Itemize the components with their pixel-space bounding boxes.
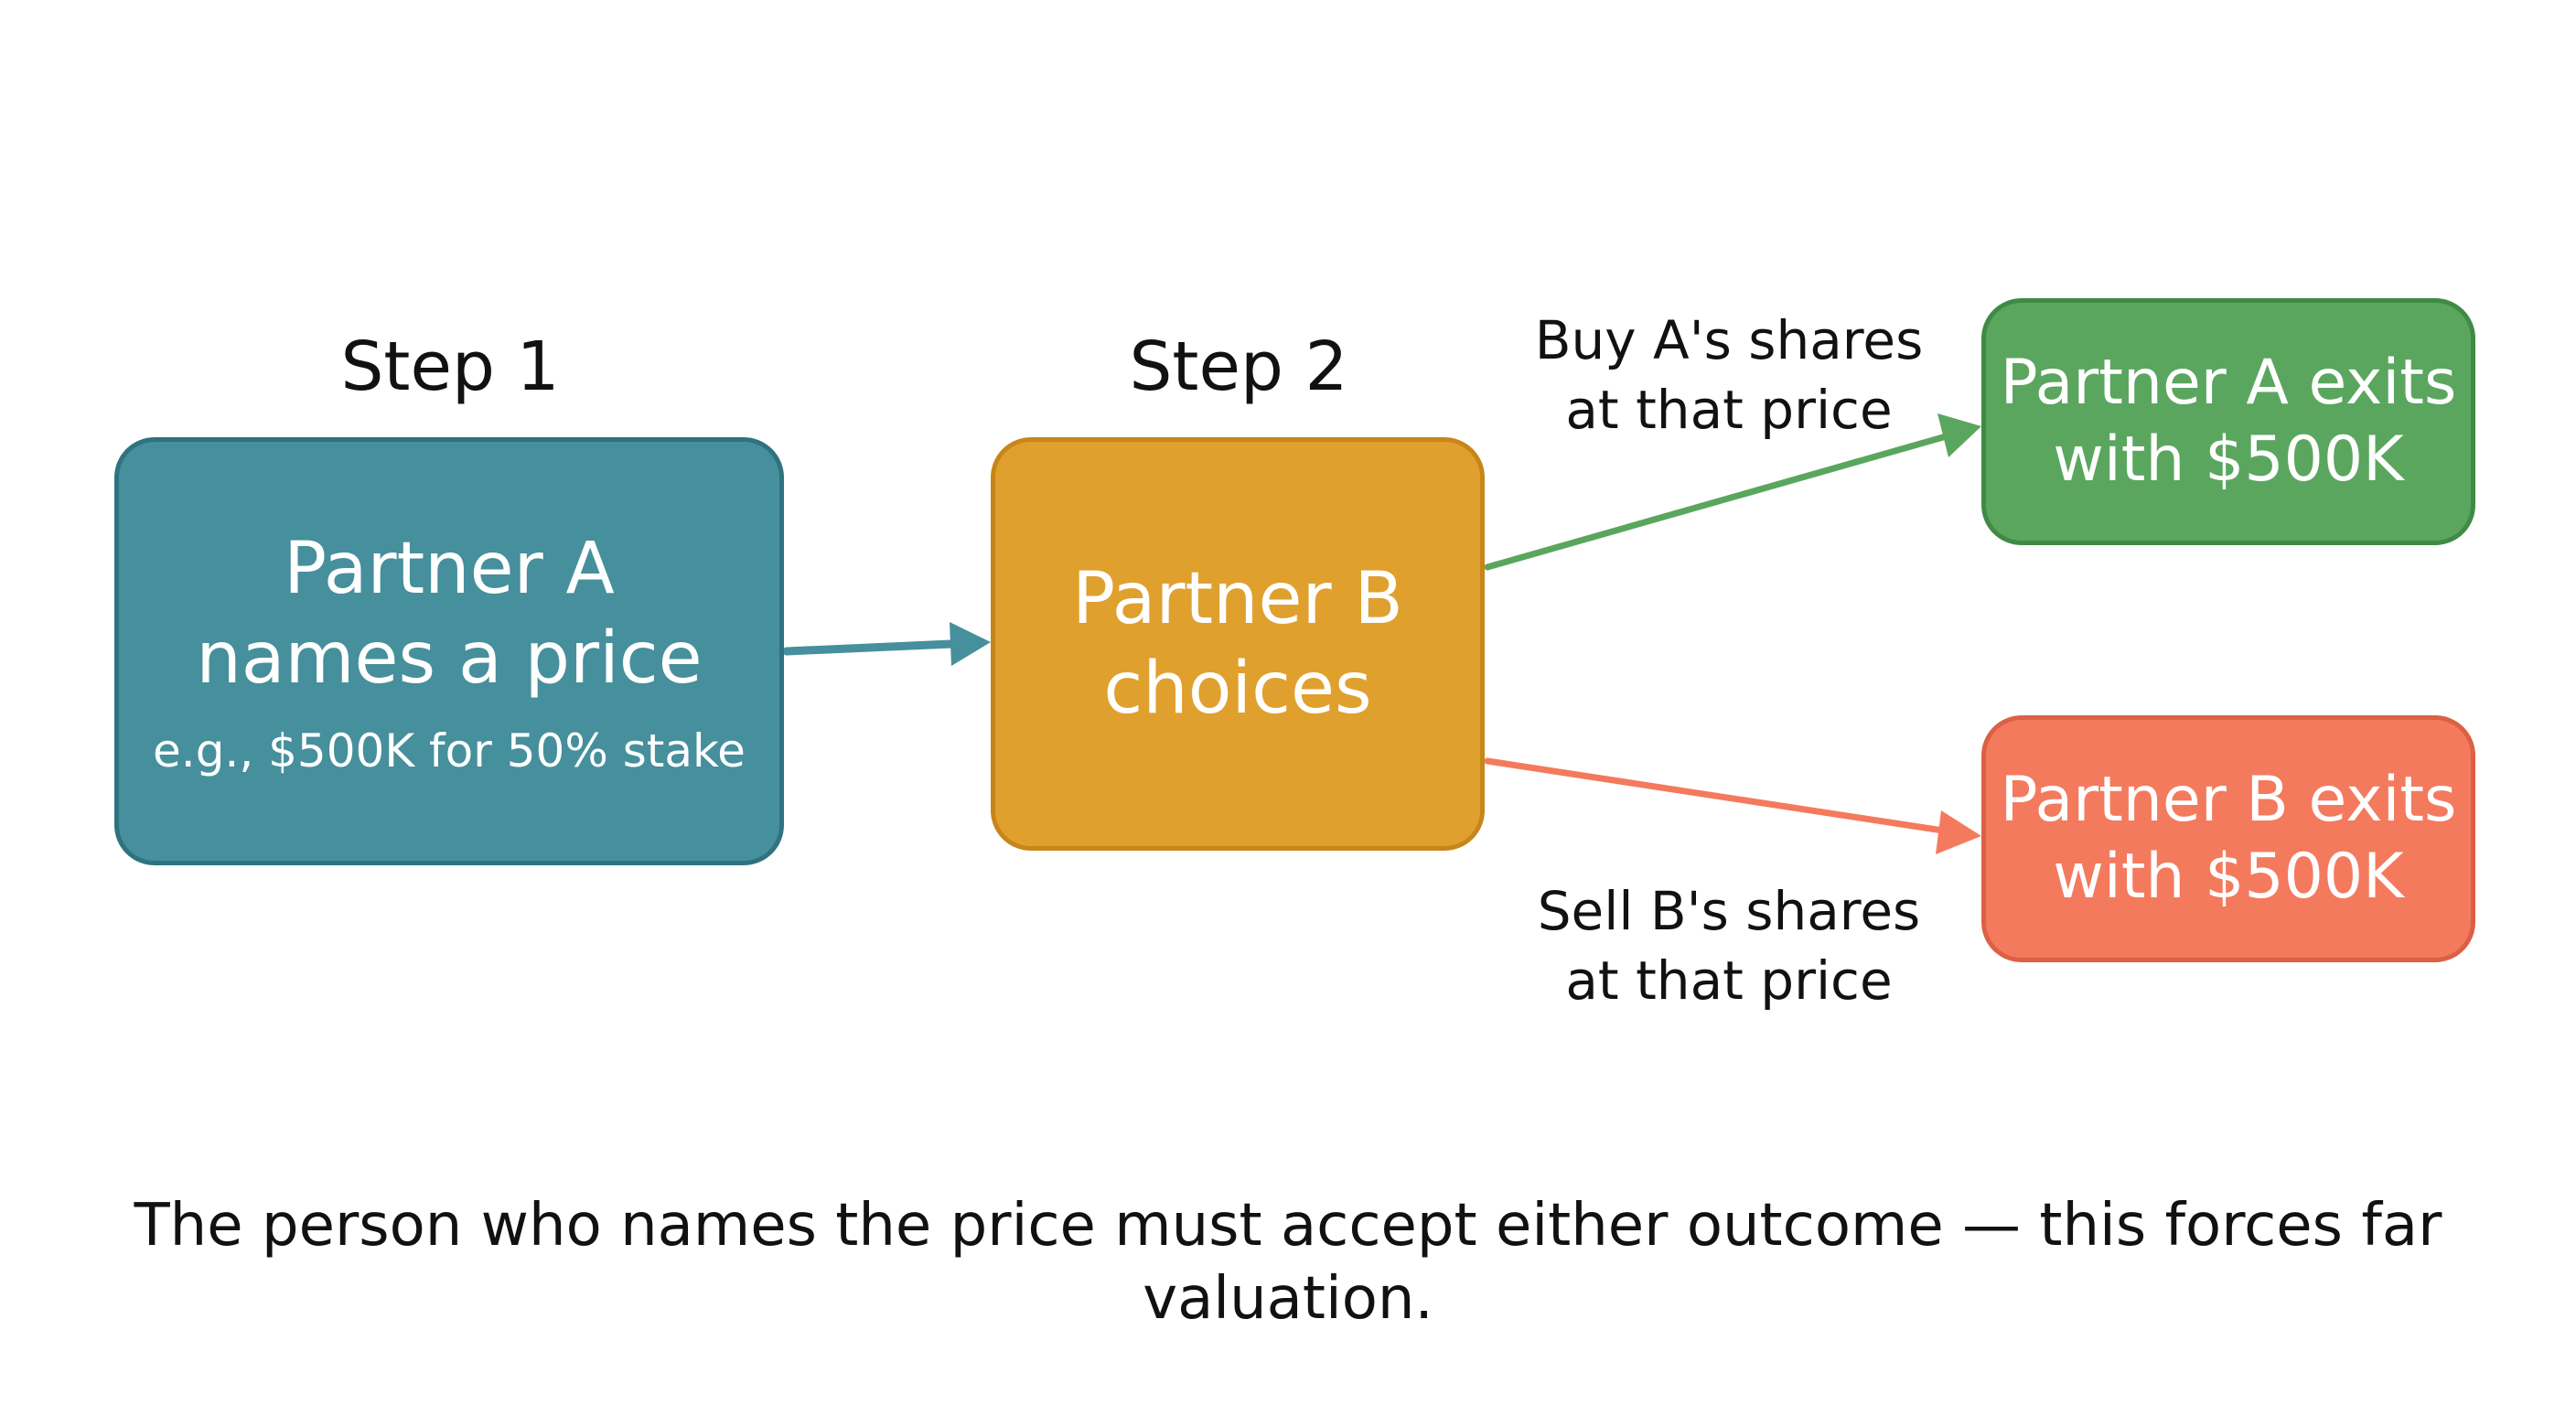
sell-arrow-label: Sell B's shares at that price xyxy=(1500,876,1958,1015)
buy-label-line1: Buy A's shares xyxy=(1534,309,1924,371)
partner-a-exits-box: Partner A exits with $500K xyxy=(1981,298,2475,545)
box-b-line2: choices xyxy=(1103,648,1372,730)
box-a-line1: Partner A xyxy=(284,528,615,610)
partner-a-names-price-box: Partner A names a price e.g., $500K for … xyxy=(114,437,784,865)
step-2-label: Step 2 xyxy=(1129,327,1348,406)
sell-label-line1: Sell B's shares xyxy=(1537,880,1921,942)
outcome-b-line2: with $500K xyxy=(2053,841,2404,913)
partner-b-exits-box: Partner B exits with $500K xyxy=(1981,715,2475,962)
buy-label-line2: at that price xyxy=(1565,379,1893,441)
arrow-b-to-a-exit xyxy=(1484,413,1981,571)
buy-arrow-label: Buy A's shares at that price xyxy=(1500,306,1958,445)
box-a-line2: names a price xyxy=(196,617,703,700)
outcome-a-line2: with $500K xyxy=(2053,424,2404,496)
outcome-b-line1: Partner B exits xyxy=(2000,764,2457,836)
arrow-a-to-b xyxy=(782,622,991,666)
caption: The person who names the price must acce… xyxy=(134,1192,2442,1333)
sell-label-line2: at that price xyxy=(1565,949,1893,1012)
arrow-b-to-b-exit xyxy=(1484,757,1981,854)
partner-b-chooses-box: Partner B choices xyxy=(991,437,1485,851)
box-a-example: e.g., $500K for 50% stake xyxy=(153,724,746,778)
step-1-label: Step 1 xyxy=(340,327,560,406)
outcome-a-line1: Partner A exits xyxy=(2000,347,2457,419)
box-b-line1: Partner B xyxy=(1072,558,1403,640)
